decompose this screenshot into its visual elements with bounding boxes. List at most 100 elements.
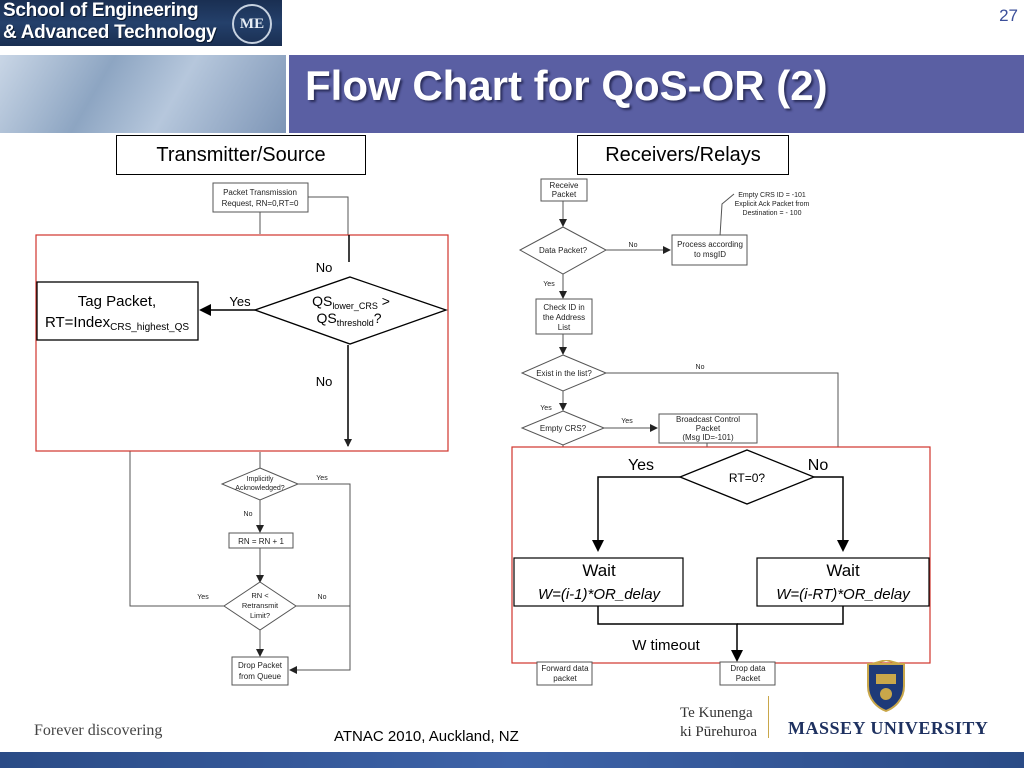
process-text-2: to msgID	[694, 250, 726, 259]
rn-check-text-1: RN <	[251, 591, 269, 600]
implicit-ack-decision	[220, 467, 300, 501]
edge-timeout-right	[737, 606, 844, 625]
edge-label-data-no: No	[629, 242, 638, 249]
footer-te-line-1: Te Kunenga	[680, 705, 753, 721]
edge-label-rn-no: No	[318, 594, 327, 601]
rn-check-decision	[223, 581, 297, 631]
qs-main-1: QS	[312, 293, 332, 309]
packet-request-text-1: Packet Transmission	[223, 188, 297, 197]
receive-text-1: Receive	[550, 181, 579, 190]
title-separator	[286, 55, 289, 133]
edge-label-exist-yes: Yes	[540, 405, 552, 412]
note-leader	[719, 193, 735, 237]
qs-text-1: QSlower_CRS >	[312, 293, 390, 311]
left-highlight-box	[35, 234, 449, 452]
drop-data-text-2: Packet	[736, 674, 761, 683]
transmitter-section-label: Transmitter/Source	[116, 135, 366, 175]
edge-rt-no	[814, 476, 849, 552]
note-text-3: Destination = - 100	[743, 210, 802, 217]
broadcast-text-3: (Msg ID=-101)	[682, 433, 734, 442]
forward-data-node	[536, 661, 593, 686]
left-highlight-group: Tag Packet, RT=IndexCRS_highest_QS QSlow…	[35, 234, 449, 452]
process-text-1: Process according	[677, 240, 743, 249]
broadcast-text-1: Broadcast Control	[676, 415, 740, 424]
rn-increment-node	[228, 532, 294, 549]
check-text-1: Check ID in	[543, 303, 584, 312]
receive-text-2: Packet	[552, 190, 577, 199]
edge-label-yes-tag: Yes	[229, 294, 251, 309]
title-banner-image	[0, 55, 286, 133]
edge-label-data-yes: Yes	[543, 281, 555, 288]
rn-increment-text: RN = RN + 1	[238, 537, 284, 546]
right-flow	[518, 178, 839, 448]
bottom-bar	[0, 752, 1024, 768]
w-timeout-label: W timeout	[632, 637, 700, 654]
qs-text-2: QSthreshold?	[316, 310, 381, 328]
footer-maori-name: Te Kunenga ki Pūrehuroa	[680, 704, 757, 742]
receivers-section-label: Receivers/Relays	[577, 135, 789, 175]
footer-te-line-2: ki Pūrehuroa	[680, 724, 758, 740]
packet-request-node	[212, 182, 309, 213]
tag-packet-text-1: Tag Packet,	[78, 293, 156, 310]
forward-text-2: packet	[553, 674, 577, 683]
footer-tagline: Forever discovering	[34, 722, 163, 739]
qs-main-2: QS	[316, 310, 336, 326]
tag-packet-main: RT=Index	[45, 314, 111, 331]
footer-conference: ATNAC 2010, Auckland, NZ	[334, 728, 519, 745]
check-id-node	[535, 298, 593, 335]
edge-rt-yes	[592, 476, 680, 552]
drop-packet-node	[231, 656, 289, 686]
massey-university-logo: MASSEY UNIVERSITY	[788, 718, 989, 738]
receive-packet-node	[540, 178, 588, 202]
edge-label-implicit-yes: Yes	[316, 475, 328, 482]
wait-left-formula: W=(i-1)*OR_delay	[538, 586, 662, 603]
implicit-text-2: Acknowledged?	[235, 485, 285, 492]
broadcast-control-node	[658, 413, 758, 444]
logo-line-2: & Advanced Technology	[3, 22, 217, 43]
drop-data-node	[719, 661, 776, 686]
wait-right-text: Wait	[826, 561, 860, 580]
data-packet-decision	[518, 226, 608, 275]
note-text-1: Empty CRS ID = -101	[738, 192, 806, 199]
process-msgid-node	[671, 234, 748, 266]
edge-label-rt-yes: Yes	[628, 457, 654, 474]
rn-check-text-2: Retransmit	[242, 601, 279, 610]
right-highlight-group: RT=0? Yes No Wait W=(i-1)*OR_delay Wait …	[511, 446, 931, 664]
footer-divider	[768, 696, 769, 738]
packet-request-text-2: Request, RN=0,RT=0	[222, 199, 299, 208]
qs-end-2: ?	[374, 310, 382, 326]
edge-timeout-left	[597, 606, 743, 662]
tag-packet-text-2: RT=IndexCRS_highest_QS	[45, 314, 189, 333]
drop-packet-text-1: Drop Packet	[238, 661, 283, 670]
page-title: Flow Chart for QoS-OR (2)	[305, 62, 828, 109]
wait-right-formula: W=(i-RT)*OR_delay	[776, 586, 911, 603]
slide-number: 27	[999, 6, 1018, 25]
tag-packet-node	[36, 281, 199, 341]
rn-check-text-3: Limit?	[250, 611, 270, 620]
edge-implicit-yes	[289, 483, 351, 674]
wait-right-node	[756, 557, 930, 607]
drop-packet-text-2: from Queue	[239, 672, 282, 681]
edge-label-implicit-no: No	[244, 511, 253, 518]
edge-label-exist-no: No	[696, 364, 705, 371]
note-text-2: Explicit Ack Packet from	[735, 201, 810, 208]
edge-label-rn-yes: Yes	[197, 594, 209, 601]
school-logo: School of Engineering & Advanced Technol…	[0, 0, 282, 46]
edge-label-empty-yes: Yes	[621, 418, 633, 425]
left-flow	[129, 182, 352, 686]
tag-packet-sub: CRS_highest_QS	[110, 322, 189, 333]
rt-decision	[678, 449, 816, 505]
massey-crest-icon	[867, 660, 905, 712]
wait-left-node	[513, 557, 684, 607]
edge-label-no-bottom: No	[316, 374, 333, 389]
forward-text-1: Forward data	[541, 664, 589, 673]
data-packet-text: Data Packet?	[539, 246, 588, 255]
qs-sub-1: lower_CRS	[332, 301, 378, 311]
qs-sub-2: threshold	[337, 318, 374, 328]
broadcast-text-2: Packet	[696, 424, 721, 433]
wait-left-text: Wait	[582, 561, 616, 580]
edge-label-rt-no: No	[808, 457, 829, 474]
implicit-text-1: Implicitly	[247, 476, 274, 483]
check-text-2: the Address	[543, 313, 585, 322]
